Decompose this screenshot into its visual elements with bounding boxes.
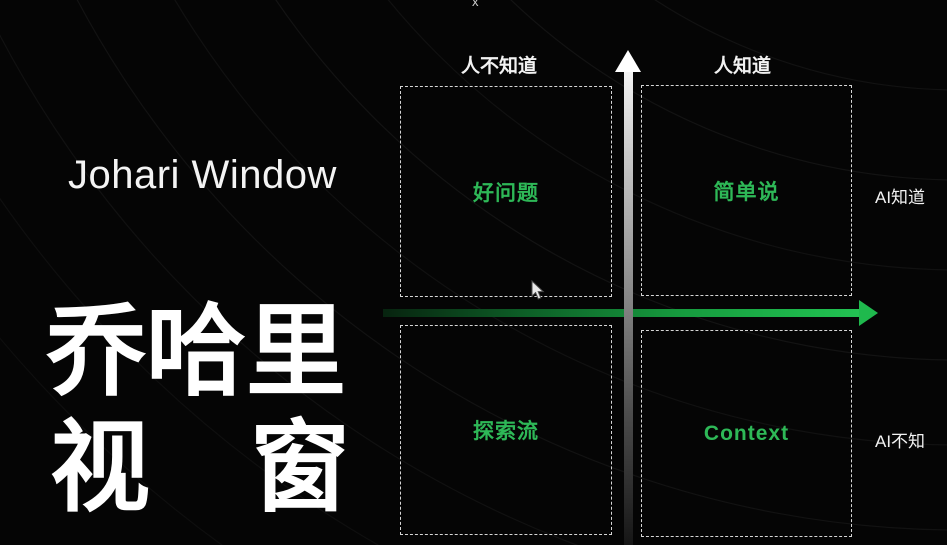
up-arrow-icon [615,50,641,72]
quadrant-top-left: 好问题 [400,86,612,297]
quadrant-bottom-left-label: 探索流 [473,420,539,443]
clipped-top-glyph: x [472,0,479,9]
quadrant-bottom-right-label: Context [703,421,790,445]
quadrant-top-left-label: 好问题 [473,181,539,205]
slide-title-chinese-line2: 视窗 [50,412,450,524]
axis-label-ai-known: AI知道 [875,188,926,207]
mouse-cursor-icon [531,280,545,300]
slide-title-english: Johari Window [68,153,337,197]
right-arrow-icon [859,300,878,326]
quadrant-top-right-label: 简单说 [713,180,780,204]
quadrant-bottom-right: Context [641,330,852,537]
vertical-axis-line [624,70,633,545]
slide-title-chinese-line1: 乔哈里 [46,296,346,408]
quadrant-top-right: 简单说 [641,85,852,296]
axis-label-ai-unknown: AI不知 [875,432,926,451]
horizontal-axis-line [383,309,860,317]
axis-label-human-unknown: 人不知道 [461,56,538,77]
quadrant-bottom-left: 探索流 [400,325,612,535]
axis-label-human-known: 人知道 [714,56,772,77]
